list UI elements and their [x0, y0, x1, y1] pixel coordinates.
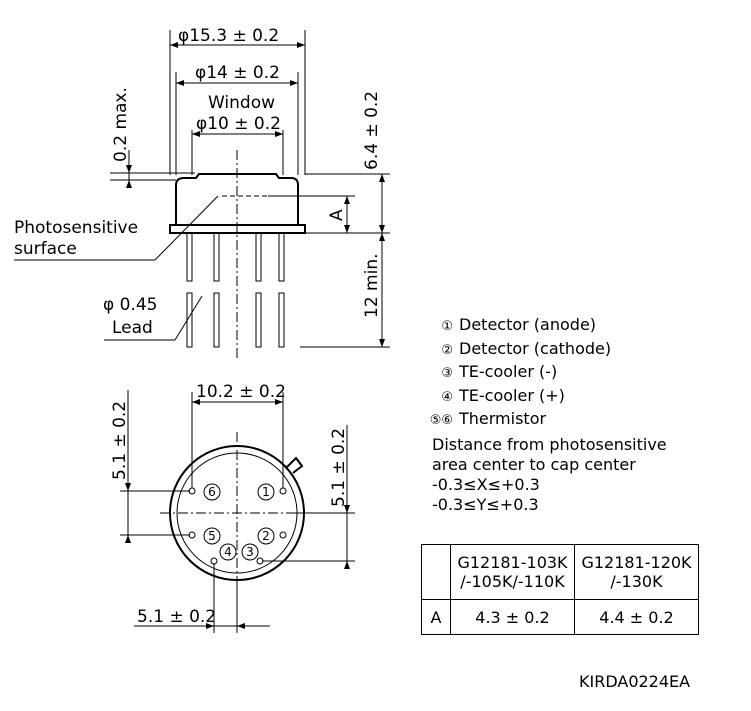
window-label: Window	[208, 93, 275, 113]
lead-length-dim: 12 min.	[362, 254, 382, 319]
table-header-col1: G12181-103K/-105K/-110K	[450, 544, 575, 600]
offset-note: Distance from photosensitive area center…	[432, 435, 667, 515]
note-line: -0.3≤X≤+0.3	[432, 475, 540, 494]
table-corner-cell	[421, 544, 451, 600]
table-row: A 4.3 ± 0.2 4.4 ± 0.2	[421, 599, 699, 635]
pin-mark-2: 2	[262, 529, 270, 543]
photosensitive-label-1: Photosensitive	[14, 218, 138, 238]
legend-label: TE-cooler (-)	[459, 362, 558, 381]
table-header-row: G12181-103K/-105K/-110K G12181-120K/-130…	[421, 544, 699, 600]
lead-label: Lead	[112, 318, 153, 338]
legend-num: ①	[441, 319, 453, 334]
pin-mark-4: 4	[224, 545, 232, 559]
cap-outer-diameter-dim: φ15.3 ± 0.2	[178, 26, 279, 46]
drawing-code: KIRDA0224EA	[579, 672, 691, 691]
total-height-dim: 6.4 ± 0.2	[362, 91, 382, 170]
table-cell-val2: 4.4 ± 0.2	[574, 599, 699, 635]
legend-label: Detector (cathode)	[459, 338, 612, 358]
pin-mark-6: 6	[208, 485, 216, 499]
legend-row: ① Detector (anode)	[413, 314, 611, 338]
legend-label: TE-cooler (+)	[459, 385, 565, 405]
note-line: Distance from photosensitive	[432, 435, 667, 454]
pin-mark-3: 3	[246, 545, 254, 559]
pin-spacing-bottom-dim: 5.1 ± 0.2	[137, 607, 216, 627]
cap-diameter-dim: φ14 ± 0.2	[195, 63, 280, 83]
pin-spacing-left-dim: 5.1 ± 0.2	[110, 401, 130, 480]
legend-num: ②	[441, 342, 453, 358]
photosensitive-label-2: surface	[14, 239, 77, 259]
legend-row: ④ TE-cooler (+)	[413, 385, 611, 409]
header-line: G12181-103K	[457, 553, 568, 572]
legend-row: ② Detector (cathode)	[413, 338, 611, 362]
legend-num: ④	[441, 389, 453, 405]
note-line: -0.3≤Y≤+0.3	[432, 495, 539, 514]
table-row-label: A	[421, 599, 451, 635]
header-line: /-130K	[610, 572, 663, 591]
legend-num: ⑤⑥	[429, 413, 453, 428]
pin-spacing-top-dim: 10.2 ± 0.2	[196, 382, 286, 402]
header-line: /-105K/-110K	[460, 572, 565, 591]
legend-num: ③	[441, 366, 453, 381]
table-header-col2: G12181-120K/-130K	[574, 544, 699, 600]
legend-label: Thermistor	[459, 409, 547, 428]
legend-row: ③ TE-cooler (-)	[413, 361, 611, 385]
surface-height-ref: A	[327, 209, 347, 221]
note-line: area center to cap center	[432, 455, 636, 474]
window-diameter-dim: φ10 ± 0.2	[196, 114, 281, 134]
pin-spacing-right-dim: 5.1 ± 0.2	[329, 428, 349, 507]
dimension-a-table: G12181-103K/-105K/-110K G12181-120K/-130…	[421, 544, 699, 635]
legend-row: ⑤⑥ Thermistor	[413, 408, 611, 432]
pin-mark-1: 1	[262, 485, 270, 499]
table-cell-val1: 4.3 ± 0.2	[450, 599, 575, 635]
lead-diameter-dim: φ 0.45	[103, 295, 157, 315]
legend-label: Detector (anode)	[459, 315, 597, 334]
max-offset-dim: 0.2 max.	[111, 87, 131, 162]
pin-mark-5: 5	[208, 529, 216, 543]
header-line: G12181-120K	[581, 553, 692, 572]
